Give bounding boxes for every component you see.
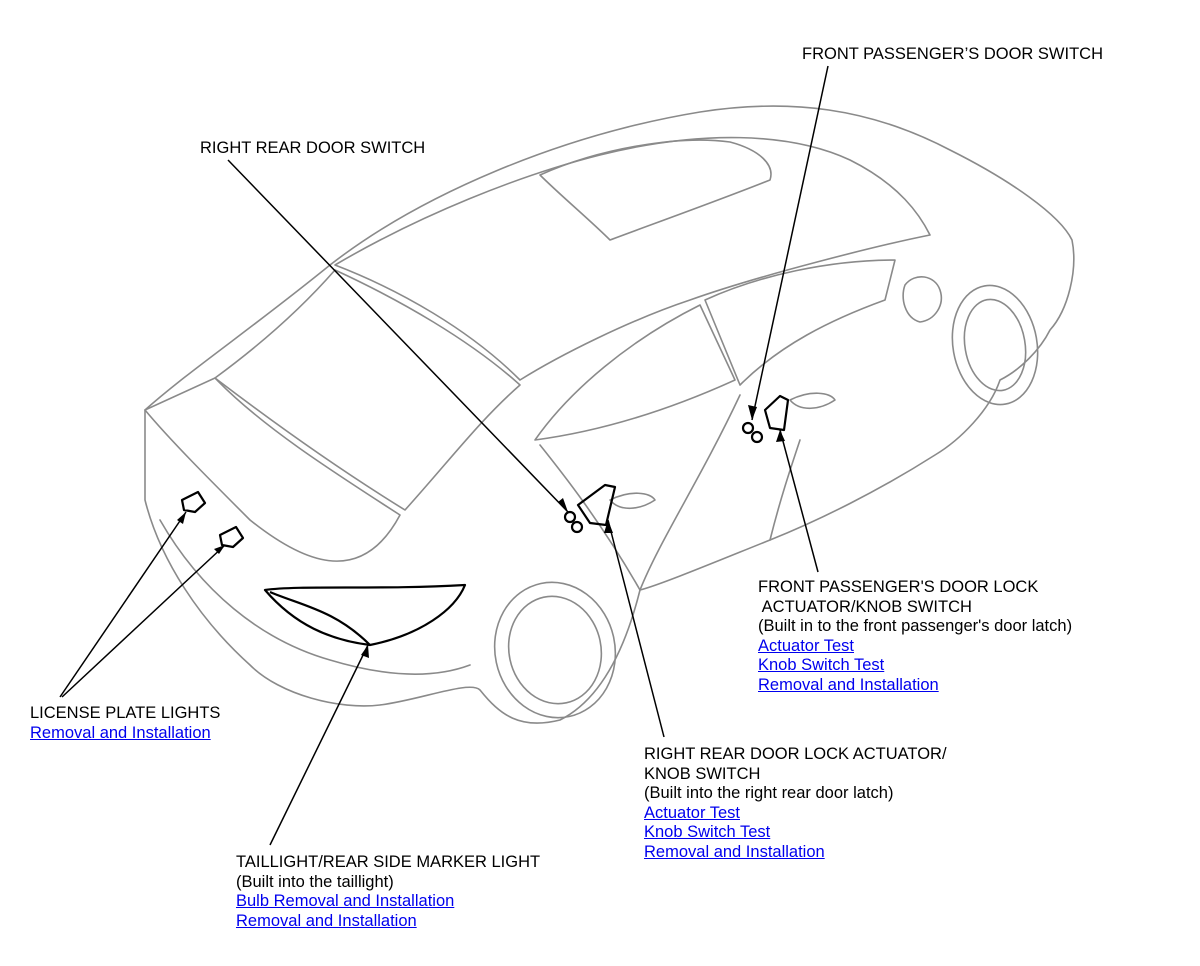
license-plate-lights-title: LICENSE PLATE LIGHTS xyxy=(30,704,221,722)
leader-license-left xyxy=(59,511,187,698)
license-light-left xyxy=(180,490,207,514)
side-window-front xyxy=(704,259,896,386)
taillight xyxy=(263,583,467,647)
taillight-bulb-removal-link[interactable]: Bulb Removal and Installation xyxy=(236,892,455,910)
callout-front-passenger-door-switch: FRONT PASSENGER’S DOOR SWITCH xyxy=(802,45,1103,65)
license-light-right xyxy=(218,525,245,549)
sunroof xyxy=(539,139,772,241)
roof-outline xyxy=(334,136,931,381)
callout-right-rear-door-lock: RIGHT REAR DOOR LOCK ACTUATOR/ KNOB SWIT… xyxy=(644,745,947,862)
rear-door-latch xyxy=(576,483,617,527)
rear-door-lock-title-line2: KNOB SWITCH xyxy=(644,764,761,783)
car-body-outline xyxy=(144,105,1075,724)
callout-right-rear-door-switch: RIGHT REAR DOOR SWITCH xyxy=(200,139,425,159)
license-plate-lights-removal-link[interactable]: Removal and Installation xyxy=(30,723,211,742)
leader-taillight xyxy=(269,644,369,846)
rear-door-handle xyxy=(609,492,656,510)
front-door-lock-note: (Built in to the front passenger's door … xyxy=(758,617,1073,635)
front-door-lock-knob-switch-test-link[interactable]: Knob Switch Test xyxy=(758,656,885,674)
leader-rear-door-switch xyxy=(227,159,569,513)
rear-door-lock-knob-switch-test-link[interactable]: Knob Switch Test xyxy=(644,823,771,841)
taillight-title: TAILLIGHT/REAR SIDE MARKER LIGHT xyxy=(236,853,541,871)
front-passenger-door-switch-title: FRONT PASSENGER’S DOOR SWITCH xyxy=(802,45,1103,63)
rear-bumper xyxy=(159,519,471,675)
taillight-note: (Built into the taillight) xyxy=(236,872,394,891)
rear-window xyxy=(214,269,521,511)
callout-taillight: TAILLIGHT/REAR SIDE MARKER LIGHT (Built … xyxy=(236,853,540,931)
leader-front-door-switch xyxy=(751,65,829,421)
leader-rear-door-lock xyxy=(607,519,665,738)
rear-door-lock-actuator-test-link[interactable]: Actuator Test xyxy=(644,803,740,822)
rear-door-lock-title-line1: RIGHT REAR DOOR LOCK ACTUATOR/ xyxy=(644,745,947,763)
front-door-latch xyxy=(763,394,790,432)
side-window-rear xyxy=(534,304,736,441)
callout-license-plate-lights: LICENSE PLATE LIGHTS Removal and Install… xyxy=(30,704,220,743)
front-door-lock-title-line2: ACTUATOR/KNOB SWITCH xyxy=(758,597,972,616)
front-door-lock-actuator-test-link[interactable]: Actuator Test xyxy=(758,636,854,655)
right-rear-door-switch-title: RIGHT REAR DOOR SWITCH xyxy=(200,139,426,157)
front-door-lock-title-line1: FRONT PASSENGER'S DOOR LOCK xyxy=(758,578,1039,596)
rear-door-lock-removal-link[interactable]: Removal and Installation xyxy=(644,842,825,861)
leader-license-right xyxy=(61,544,226,698)
leader-front-door-lock xyxy=(779,429,819,573)
side-mirror xyxy=(902,276,942,323)
taillight-removal-link[interactable]: Removal and Installation xyxy=(236,911,417,930)
callout-front-passenger-door-lock: FRONT PASSENGER'S DOOR LOCK ACTUATOR/KNO… xyxy=(758,578,1072,695)
rear-door-lock-note: (Built into the right rear door latch) xyxy=(644,784,894,802)
rear-wheel xyxy=(493,581,617,719)
trunk-lid xyxy=(144,377,401,562)
front-door-lock-removal-link[interactable]: Removal and Installation xyxy=(758,675,939,694)
front-door-handle xyxy=(789,392,836,410)
door-lines xyxy=(539,394,801,591)
front-wheel xyxy=(951,284,1039,406)
